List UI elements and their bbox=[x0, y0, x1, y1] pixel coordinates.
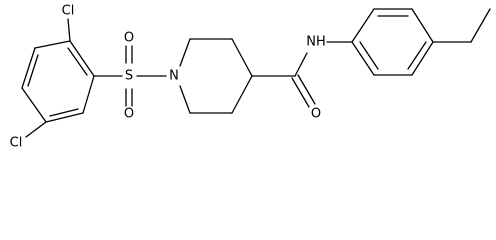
bond bbox=[351, 41, 375, 76]
bond bbox=[21, 87, 47, 123]
atom-oxygen-bottom: O bbox=[124, 107, 134, 122]
bond-c-cl-bottom bbox=[25, 121, 47, 138]
aromatic-bond bbox=[27, 54, 39, 87]
bond bbox=[351, 8, 375, 43]
bond-ch2-ch3 bbox=[470, 8, 491, 43]
atom-oxygen-top: O bbox=[124, 31, 134, 46]
atom-carbonyl-oxygen: O bbox=[311, 107, 321, 122]
bond-c-o-double bbox=[291, 77, 310, 108]
bond bbox=[82, 75, 95, 114]
bond bbox=[69, 40, 95, 77]
bond-c-o-double bbox=[297, 74, 316, 105]
atom-cl-top: Cl bbox=[62, 4, 75, 19]
atom-cl-bottom: Cl bbox=[10, 136, 23, 151]
bond bbox=[231, 38, 253, 77]
aromatic-bond bbox=[67, 47, 88, 76]
aromatic-bond bbox=[359, 41, 379, 70]
bond bbox=[34, 40, 71, 49]
dichlorophenyl-ring bbox=[21, 40, 95, 123]
aromatic-bond bbox=[49, 108, 79, 117]
bond bbox=[179, 85, 191, 114]
bond bbox=[231, 75, 253, 114]
bond bbox=[21, 47, 36, 89]
bond-c-cl-top bbox=[67, 18, 71, 42]
bond bbox=[411, 8, 434, 43]
atom-sulfur: S bbox=[125, 69, 133, 84]
bond bbox=[45, 112, 84, 123]
piperidine-ring bbox=[179, 38, 253, 114]
atom-amide-nh: NH bbox=[306, 35, 326, 50]
structure-canvas: Cl Cl S O O N NH O bbox=[10, 4, 491, 151]
ethylphenyl-ring bbox=[351, 8, 434, 76]
bond bbox=[179, 38, 191, 67]
aromatic-bond bbox=[407, 41, 427, 70]
atom-piperidine-nitrogen: N bbox=[169, 69, 179, 84]
molecule-structure: Cl Cl S O O N NH O bbox=[10, 4, 491, 151]
bond bbox=[411, 41, 434, 76]
bond-c-nh bbox=[294, 52, 308, 77]
